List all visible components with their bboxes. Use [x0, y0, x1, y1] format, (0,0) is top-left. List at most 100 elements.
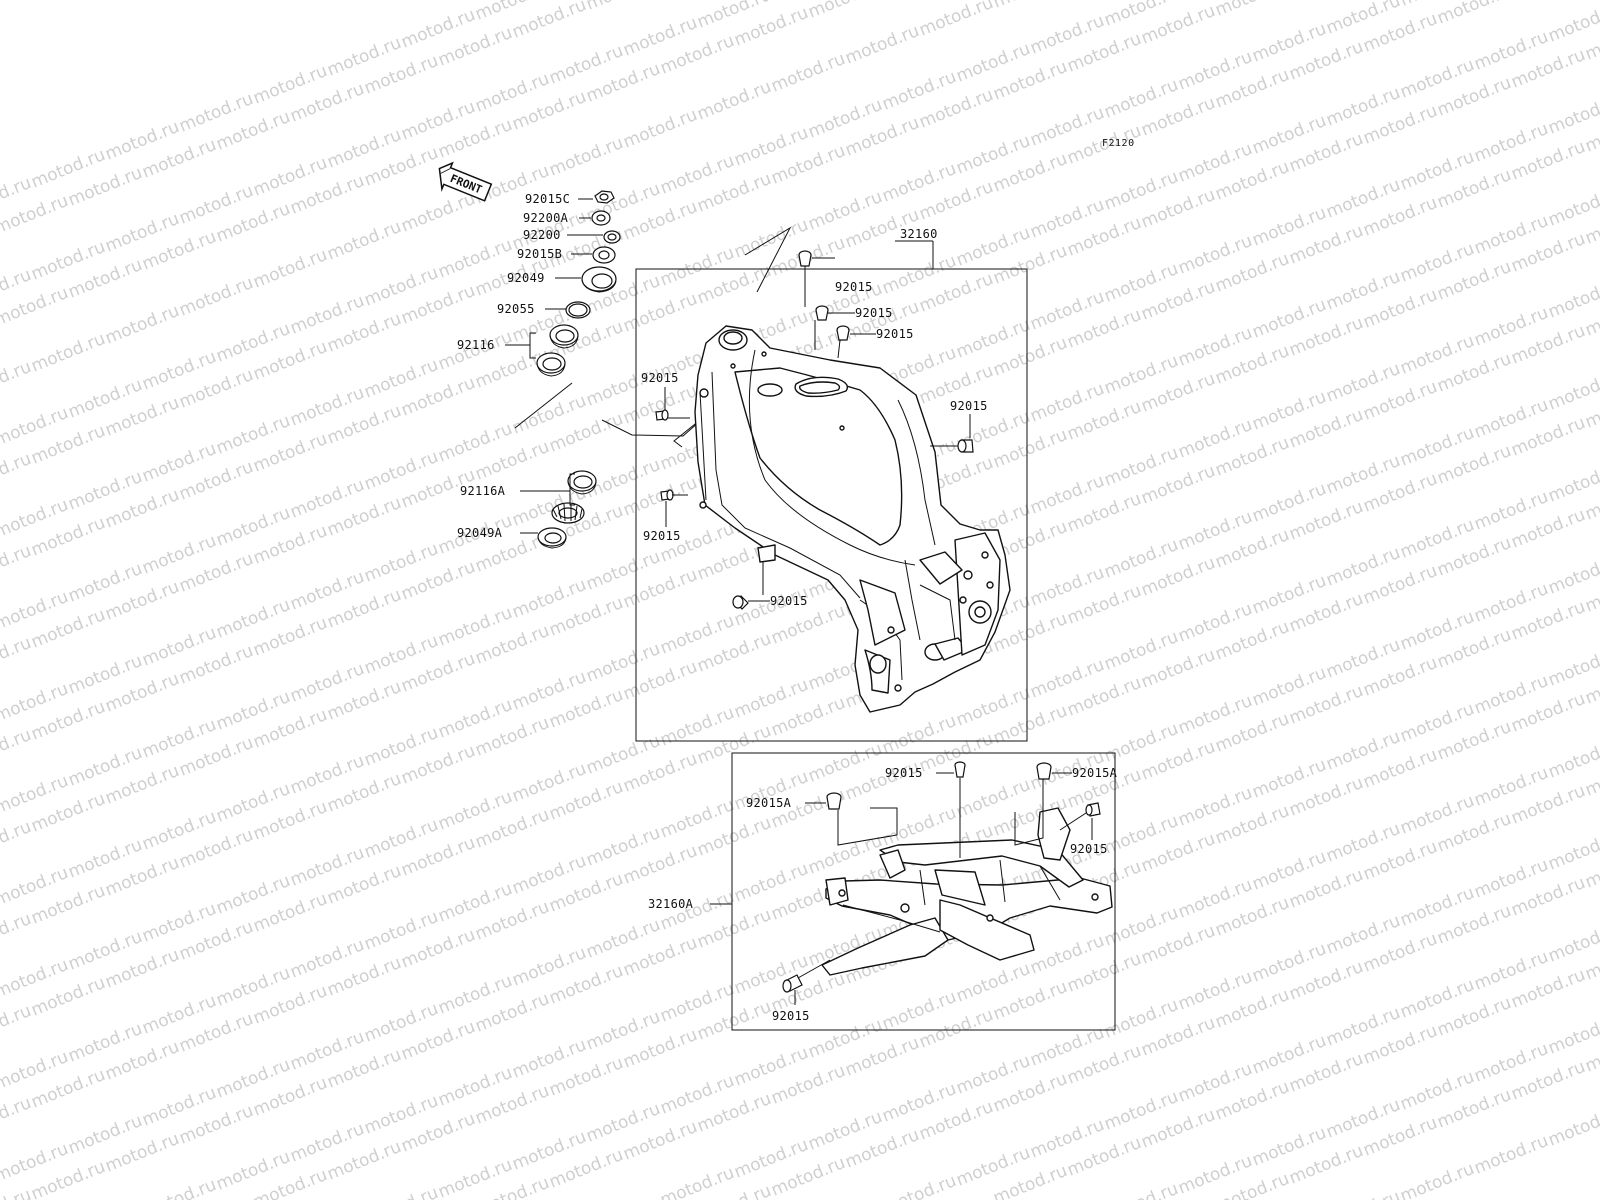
main-frame-illustration: [694, 325, 1011, 713]
watermark-text: motod.ru: [139, 1175, 219, 1200]
watermark-text: motod.ru: [1545, 827, 1600, 875]
watermark-text: motod.ru: [1101, 1179, 1181, 1200]
subframe-bolt-bottom: 92015: [772, 959, 831, 1023]
watermark-text: motod.ru: [657, 1163, 737, 1200]
bolt-label-4: 92015: [641, 371, 679, 385]
watermark-text: motod.ru: [1545, 919, 1600, 967]
sub-frame-illustration: [821, 807, 1113, 976]
watermark-text: motod.ru: [1545, 643, 1600, 691]
watermark-text: motod.ru: [0, 817, 34, 865]
steering-nut-icon: [594, 190, 615, 204]
bolt-label-2: 92015: [855, 306, 893, 320]
dust-seal-icon: [581, 266, 617, 293]
watermark-text: motod.ru: [398, 189, 478, 237]
watermark-text: motod.ru: [1545, 1103, 1600, 1151]
watermark-text: motod.ru: [546, 133, 626, 181]
watermark-text: motod.ru: [102, 301, 182, 349]
watermark-text: motod.ru: [1545, 183, 1600, 231]
watermark-text: motod.ru: [916, 0, 996, 41]
watermark-text: motod.ru: [1471, 1131, 1551, 1179]
bearing-race-lower-icon: [536, 352, 566, 377]
watermark-text: motod.ru: [176, 273, 256, 321]
watermark-text: motod.ru: [879, 1171, 959, 1200]
watermark-text: motod.ru: [1545, 91, 1600, 139]
watermark-text: motod.ru: [0, 357, 34, 405]
main-frame-part-number: 32160: [900, 227, 938, 241]
watermark-text: motod.ru: [1397, 1159, 1477, 1200]
subframe-bolt-right: 92015: [1059, 802, 1108, 856]
subframe-bolt-right-top: 92015A: [1014, 762, 1118, 846]
subframe-bolt-label-4: 92015: [1070, 842, 1108, 856]
watermark-text: motod.ru: [1212, 0, 1292, 21]
o-ring-icon: [565, 301, 591, 319]
watermark-text: motod.ru: [0, 633, 34, 681]
watermark-text: motod.ru: [250, 245, 330, 293]
bearing-race-upper-icon: [549, 324, 579, 349]
part-label-92049: 92049: [507, 271, 545, 285]
watermark-text: motod.ru: [28, 329, 108, 377]
watermark-text: motod.ru: [805, 0, 885, 23]
watermark-text: motod.ru: [324, 217, 404, 265]
main-frame-box: [635, 268, 1028, 742]
watermark-text: motod.ru: [361, 1183, 441, 1200]
subframe-bolt-label-3: 92015A: [1072, 766, 1118, 780]
bolt-label-5: 92015: [950, 399, 988, 413]
washer-icon: [603, 230, 621, 244]
part-label-92049a: 92049A: [457, 526, 503, 540]
subframe-bolt-top: 92015: [885, 761, 966, 858]
lower-seal-icon: [537, 527, 567, 549]
watermark-text: motod.ru: [0, 909, 34, 957]
watermark-text: motod.ru: [1545, 275, 1600, 323]
diagram-code: F2120: [1102, 138, 1135, 149]
watermark-text: motod.ru: [0, 1001, 34, 1049]
watermark-text: motod.ru: [1545, 0, 1600, 47]
watermark-text: motod.ru: [1545, 1011, 1600, 1059]
part-label-92200: 92200: [523, 228, 561, 242]
frame-bolt-2: 92015: [814, 305, 893, 350]
watermark-text: motod.ru: [842, 21, 922, 69]
frame-bolt-6: 92015: [643, 489, 688, 543]
watermark-text: motod.ru: [583, 0, 663, 15]
bolt-label-1: 92015: [835, 280, 873, 294]
watermark-text: motod.ru: [694, 77, 774, 125]
sub-frame-box: [731, 752, 1116, 1031]
part-label-92015b: 92015B: [517, 247, 562, 261]
frame-bolt-1: 92015: [798, 250, 873, 307]
bolt-label-3: 92015: [876, 327, 914, 341]
sub-frame-part-number: 32160A: [648, 897, 694, 911]
frame-bolt-7: 92015: [732, 544, 808, 610]
watermark-text: motod.ru: [1545, 551, 1600, 599]
watermark-text: motod.ru: [0, 449, 34, 497]
frame-bolt-3: 92015: [836, 325, 914, 359]
lock-washer-icon: [591, 210, 611, 226]
part-label-92015c: 92015C: [525, 192, 570, 206]
watermark-text: motod.ru: [620, 105, 700, 153]
watermark-text: motod.ru: [1545, 367, 1600, 415]
subframe-bolt-label-2: 92015A: [746, 796, 792, 810]
watermark-text: motod.ru: [768, 49, 848, 97]
watermark-text: motod.ru: [0, 541, 34, 589]
bolt-label-6: 92015: [643, 529, 681, 543]
watermark-text: motod.ru: [990, 0, 1070, 13]
watermark-text: motod.ru: [1545, 459, 1600, 507]
subframe-bolt-left: 92015A: [746, 792, 898, 846]
frame-bolt-5: 92015: [930, 399, 988, 453]
part-label-92116: 92116: [457, 338, 495, 352]
steering-head-parts: 92015C 92200A 92200 92015B 92049: [457, 190, 792, 549]
watermark-text: motod.ru: [1323, 1187, 1403, 1200]
adjust-nut-icon: [592, 246, 616, 264]
bolt-label-7: 92015: [770, 594, 808, 608]
watermark-text: motod.ru: [0, 725, 34, 773]
subframe-bolt-label-1: 92015: [885, 766, 923, 780]
frame-bolt-4: 92015: [641, 371, 690, 421]
main-frame-group: 32160: [635, 227, 1028, 742]
watermark-text: motod.ru: [1508, 0, 1588, 1]
tapered-roller-bearing-icon: [551, 502, 585, 524]
watermark-text: motod.ru: [1545, 735, 1600, 783]
sub-frame-group: 32160A 92015: [648, 752, 1118, 1031]
part-label-92200a: 92200A: [523, 211, 569, 225]
watermark-text: motod.ru: [0, 1093, 34, 1141]
part-label-92055: 92055: [497, 302, 535, 316]
